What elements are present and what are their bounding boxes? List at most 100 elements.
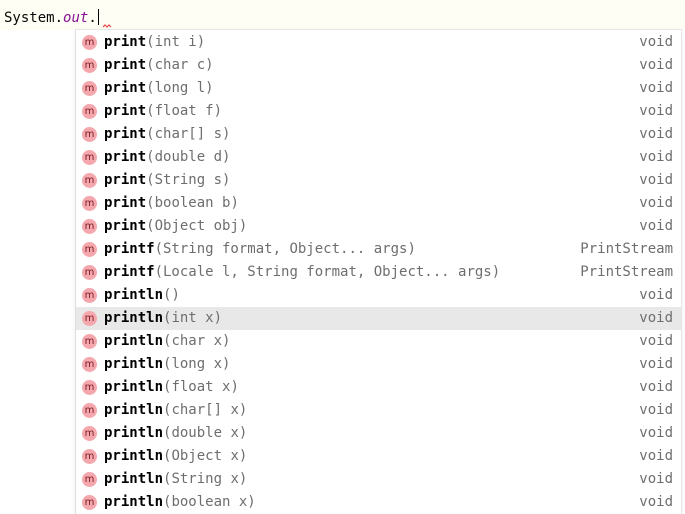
completion-signature: println(String x) [104,470,247,489]
completion-signature: println(float x) [104,378,239,397]
method-params: (Locale l, String format, Object... args… [154,264,501,280]
completion-item[interactable]: m print(String s) void [76,169,681,192]
completion-signature: print(long l) [104,79,214,98]
completion-signature: println(double x) [104,424,247,443]
method-params: (char c) [146,57,214,73]
method-name: print [104,149,147,165]
method-icon: m [82,288,97,303]
completion-item[interactable]: m println(Object x) void [76,445,681,468]
method-params: (char[] x) [163,402,248,418]
method-icon: m [82,449,97,464]
method-name: print [104,57,147,73]
method-name: print [104,172,147,188]
method-params: (String format, Object... args) [154,241,416,257]
method-name: println [104,494,164,510]
method-icon: m [82,58,97,73]
return-type: void [639,218,673,234]
completion-signature: println(char x) [104,332,230,351]
method-name: print [104,195,147,211]
completion-item[interactable]: m println(boolean x) void [76,491,681,514]
completion-signature: println(long x) [104,355,230,374]
return-type: void [639,402,673,418]
method-icon: m [82,242,97,257]
completion-item[interactable]: m println(String x) void [76,468,681,491]
return-type: PrintStream [580,241,673,257]
completion-item[interactable]: m println(char[] x) void [76,399,681,422]
return-type: void [639,448,673,464]
method-params: (float x) [163,379,239,395]
method-name: print [104,126,147,142]
method-name: print [104,218,147,234]
return-type: void [639,356,673,372]
return-type: void [639,310,673,326]
method-icon: m [82,150,97,165]
method-params: (int x) [163,310,223,326]
error-squiggle-icon [103,24,112,28]
method-params: () [163,287,180,303]
method-params: (char[] s) [146,126,231,142]
return-type: void [639,195,673,211]
text-caret [97,9,99,25]
method-params: (long x) [163,356,231,372]
method-icon: m [82,334,97,349]
return-type: void [639,379,673,395]
completion-signature: print(String s) [104,171,230,190]
completion-item[interactable]: m println(long x) void [76,353,681,376]
completion-signature: print(char c) [104,56,214,75]
return-type: void [639,287,673,303]
return-type: void [639,172,673,188]
method-icon: m [82,426,97,441]
method-params: (int i) [146,34,206,50]
method-icon: m [82,495,97,510]
method-name: println [104,402,164,418]
method-params: (boolean x) [163,494,256,510]
editor-current-line[interactable]: System.out. [0,0,685,30]
method-name: println [104,333,164,349]
completion-signature: print(float f) [104,102,222,121]
completion-signature: println(boolean x) [104,493,256,512]
method-params: (char x) [163,333,231,349]
code-line[interactable]: System.out. [4,9,99,27]
code-receiver: System. [4,10,64,26]
method-icon: m [82,472,97,487]
method-icon: m [82,403,97,418]
return-type: void [639,494,673,510]
method-icon: m [82,35,97,50]
method-icon: m [82,357,97,372]
method-icon: m [82,104,97,119]
completion-signature: printf(String format, Object... args) [104,240,416,259]
return-type: void [639,149,673,165]
completion-signature: println(int x) [104,309,222,328]
method-name: print [104,103,147,119]
return-type: void [639,34,673,50]
completion-signature: println(Object x) [104,447,247,466]
method-icon: m [82,81,97,96]
code-field-out: out [63,10,89,26]
method-params: (float f) [146,103,223,119]
completion-signature: printf(Locale l, String format, Object..… [104,263,500,282]
method-name: printf [104,241,155,257]
return-type: void [639,471,673,487]
method-name: print [104,34,147,50]
method-params: (boolean b) [146,195,239,211]
completion-signature: print(int i) [104,33,205,52]
code-dot: . [88,10,97,26]
method-icon: m [82,173,97,188]
completion-signature: print(boolean b) [104,194,239,213]
